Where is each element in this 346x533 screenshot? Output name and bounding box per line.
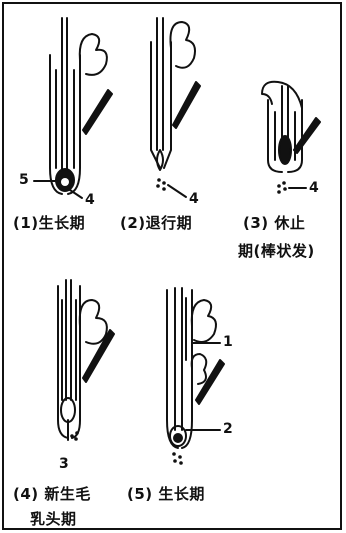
hair-shaft-2 [157, 18, 163, 150]
caption-stage-2: (2)退行期 [120, 212, 192, 233]
caption-stage-4-line1: (4) 新生毛 [13, 483, 91, 504]
papilla-5 [174, 434, 182, 442]
bulb-4 [61, 398, 75, 422]
papilla-dots-5 [172, 452, 183, 465]
hair-shaft-5 [175, 288, 182, 430]
follicle-stage-5 [167, 288, 224, 465]
caption-stage-1: (1)生长期 [13, 212, 85, 233]
follicle-2-outer-right [164, 42, 171, 168]
follicle-5-outer-left [167, 290, 178, 448]
marker-4b: 4 [189, 191, 199, 207]
caption-stage-4-line2: 乳头期 [30, 508, 77, 529]
caption-stage-3-line1: (3) 休止 [243, 212, 305, 233]
follicle-stage-2 [151, 18, 200, 197]
hair-shaft-1 [62, 18, 67, 170]
leader-4a [70, 190, 82, 198]
arrector-muscle-1 [83, 90, 112, 134]
caption-stage-3-line2: 期(棒状发) [238, 240, 315, 261]
inner-sheath-4 [62, 300, 76, 400]
caption-stage-5: (5) 生长期 [127, 483, 205, 504]
marker-2: 2 [223, 421, 233, 437]
follicle-stage-1 [34, 18, 112, 198]
follicle-stage-4 [58, 280, 114, 441]
papilla-1 [61, 178, 69, 186]
marker-4a: 4 [85, 192, 95, 208]
marker-3: 3 [59, 456, 69, 472]
sebaceous-gland-5 [192, 300, 216, 342]
papilla-dots-2 [156, 178, 166, 191]
marker-1: 1 [223, 334, 233, 350]
secondary-gland-5 [192, 354, 207, 384]
follicle-stage-3 [262, 82, 320, 194]
inner-sheath-1 [56, 70, 74, 168]
arrector-muscle-4 [83, 330, 114, 382]
marker-5: 5 [19, 172, 29, 188]
sebaceous-gland-1 [80, 34, 107, 75]
arrector-muscle-3 [294, 118, 320, 153]
club-hair-3 [279, 136, 291, 164]
leader-4b [168, 185, 186, 197]
sebaceous-gland-4 [80, 300, 107, 344]
sebaceous-gland-2 [170, 22, 195, 68]
arrector-muscle-2 [173, 82, 200, 128]
papilla-dots-3 [277, 181, 287, 194]
follicle-2-outer-left [151, 42, 160, 168]
marker-4c: 4 [309, 180, 319, 196]
hair-shaft-4 [66, 280, 71, 400]
arrector-muscle-5 [196, 360, 224, 404]
